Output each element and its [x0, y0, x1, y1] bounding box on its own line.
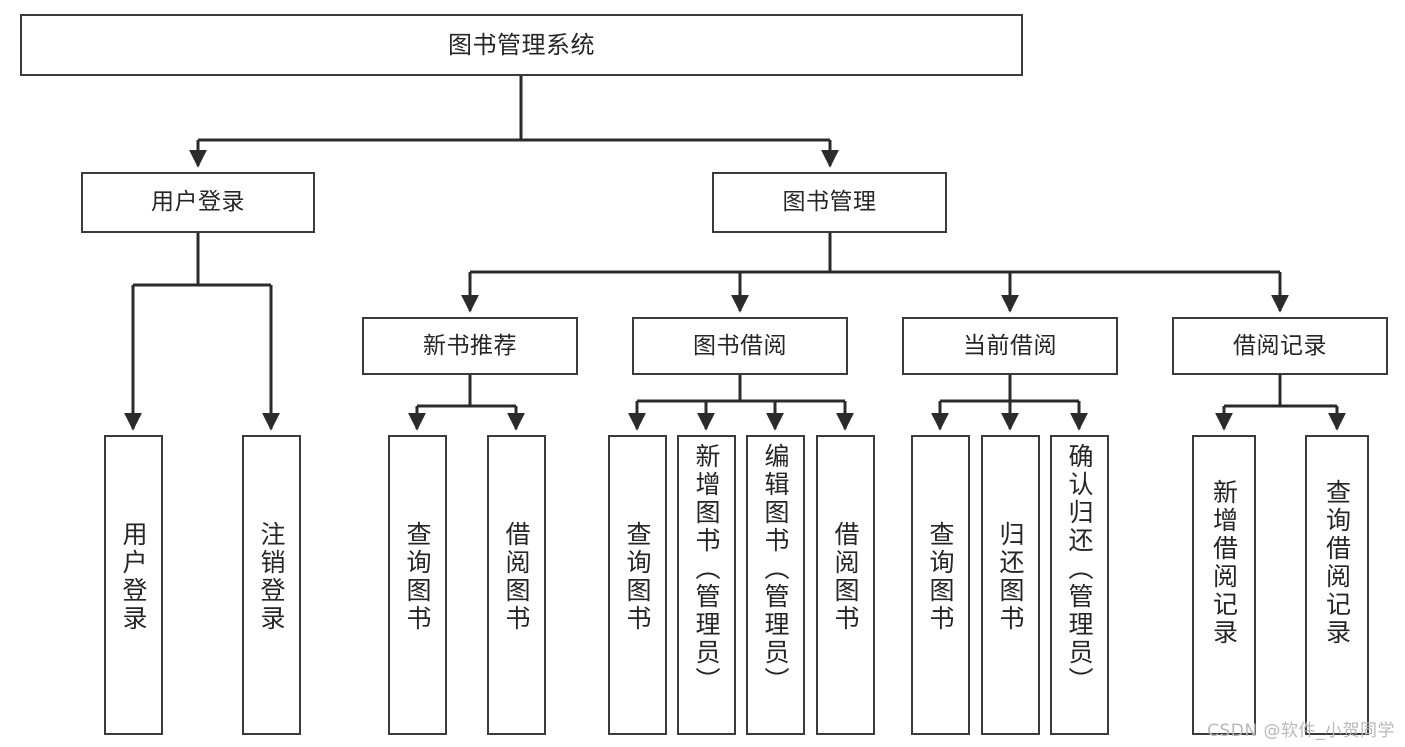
node-current-borrow[interactable]: 当前借阅 — [902, 317, 1118, 375]
node-book-management-label: 图书管理 — [782, 189, 877, 215]
leaf-borrow-record-query-label: 查询借阅记录 — [1322, 479, 1352, 647]
leaf-new-book-borrow[interactable]: 借阅图书 — [487, 435, 546, 735]
leaf-new-book-borrow-label: 借阅图书 — [502, 521, 531, 633]
leaf-current-borrow-query-label: 查询图书 — [926, 521, 955, 633]
leaf-book-borrow-add-label: 新增图书（管理员） — [692, 443, 721, 695]
leaf-book-borrow-borrow-label: 借阅图书 — [831, 521, 860, 633]
node-new-book-recommend[interactable]: 新书推荐 — [362, 317, 578, 375]
node-user-login[interactable]: 用户登录 — [81, 172, 315, 233]
leaf-new-book-query-label: 查询图书 — [403, 521, 432, 633]
node-user-login-label: 用户登录 — [151, 189, 245, 215]
node-borrow-record-label: 借阅记录 — [1233, 332, 1327, 359]
node-borrow-record[interactable]: 借阅记录 — [1172, 317, 1388, 375]
leaf-book-borrow-query-label: 查询图书 — [623, 521, 652, 633]
node-new-book-recommend-label: 新书推荐 — [423, 332, 517, 359]
leaf-current-borrow-query[interactable]: 查询图书 — [911, 435, 970, 735]
leaf-book-borrow-edit-label: 编辑图书（管理员） — [761, 443, 790, 695]
node-book-management[interactable]: 图书管理 — [712, 172, 947, 233]
leaf-borrow-record-add-label: 新增借阅记录 — [1209, 479, 1239, 647]
leaf-user-login-logout[interactable]: 注销登录 — [242, 435, 301, 735]
leaf-borrow-record-add[interactable]: 新增借阅记录 — [1192, 435, 1256, 735]
leaf-current-borrow-confirm-label: 确认归还（管理员） — [1065, 443, 1094, 695]
node-current-borrow-label: 当前借阅 — [963, 332, 1057, 359]
leaf-current-borrow-return[interactable]: 归还图书 — [981, 435, 1040, 735]
leaf-current-borrow-return-label: 归还图书 — [996, 521, 1025, 633]
watermark: CSDN @软件_小贺同学 — [1207, 721, 1395, 741]
leaf-book-borrow-query[interactable]: 查询图书 — [608, 435, 667, 735]
leaf-user-login-logout-label: 注销登录 — [257, 521, 286, 633]
leaf-book-borrow-edit[interactable]: 编辑图书（管理员） — [746, 435, 805, 735]
leaf-user-login-login[interactable]: 用户登录 — [104, 435, 163, 735]
node-root[interactable]: 图书管理系统 — [20, 14, 1023, 76]
leaf-book-borrow-borrow[interactable]: 借阅图书 — [816, 435, 875, 735]
leaf-borrow-record-query[interactable]: 查询借阅记录 — [1305, 435, 1369, 735]
leaf-current-borrow-confirm[interactable]: 确认归还（管理员） — [1050, 435, 1109, 735]
leaf-book-borrow-add[interactable]: 新增图书（管理员） — [677, 435, 736, 735]
node-root-label: 图书管理系统 — [448, 31, 595, 59]
node-book-borrow-label: 图书借阅 — [693, 332, 787, 359]
leaf-user-login-login-label: 用户登录 — [119, 521, 148, 633]
leaf-new-book-query[interactable]: 查询图书 — [388, 435, 447, 735]
node-book-borrow[interactable]: 图书借阅 — [632, 317, 848, 375]
